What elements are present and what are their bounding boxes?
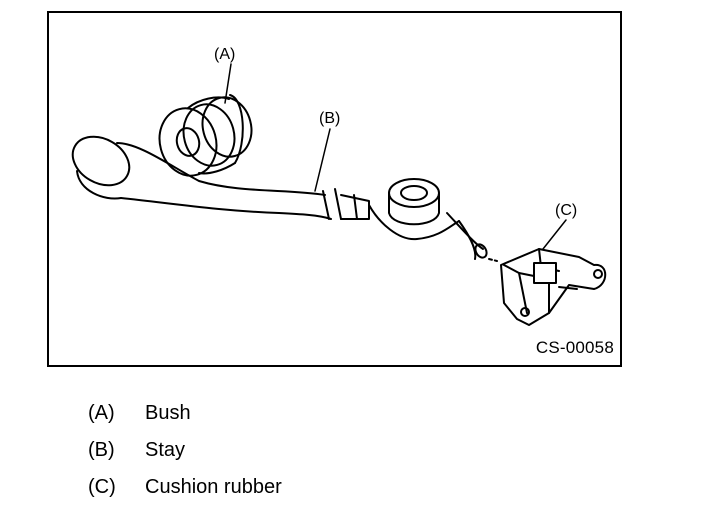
diagram-illustration: (A) (B) (C)	[71, 46, 607, 326]
callout-a: (A)	[214, 46, 235, 63]
legend-label: Bush	[145, 402, 191, 424]
legend-label: Stay	[145, 439, 186, 461]
stay-part	[71, 135, 498, 262]
legend-key: (C)	[88, 476, 116, 498]
callout-b: (B)	[319, 110, 340, 127]
leader-lines	[224, 63, 567, 250]
legend-label: Cushion rubber	[145, 476, 282, 498]
bush-part	[158, 94, 253, 177]
cushion-rubber-part	[500, 248, 607, 326]
legend-key: (A)	[88, 402, 115, 424]
figure-code: CS-00058	[535, 338, 614, 357]
callout-c: (C)	[555, 202, 577, 219]
legend-key: (B)	[88, 439, 115, 461]
figure-frame: (A) (B) (C) CS-00058	[47, 11, 622, 367]
